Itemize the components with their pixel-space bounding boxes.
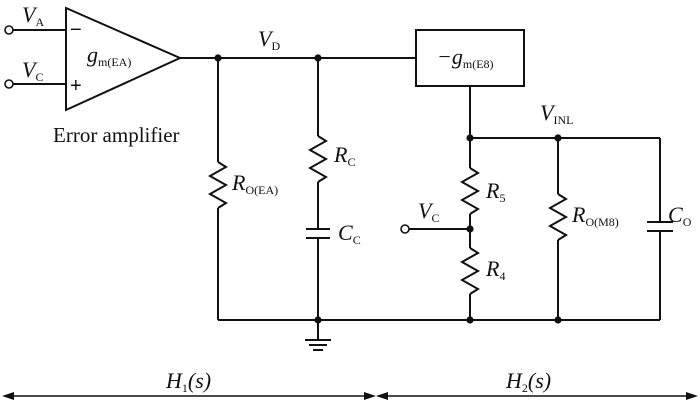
vd-label: VD (258, 26, 280, 53)
vc-input-label: VC (22, 57, 43, 84)
ro-ea-resistor (207, 161, 229, 209)
r4-label: R4 (485, 256, 505, 283)
vc-mid-terminal (400, 224, 410, 234)
r4-resistor (459, 247, 481, 295)
r5-resistor (459, 167, 481, 215)
h1-stage-network: VD RO(EA) RC CC (207, 26, 470, 351)
rail-node-r4 (466, 316, 474, 324)
gm-e8-block: −gm(E8) (415, 29, 525, 138)
gm-e8-label: −gm(E8) (437, 44, 494, 71)
rail-node-ro-m8 (554, 316, 562, 324)
r5-label: R5 (485, 178, 505, 205)
rc-label: RC (333, 142, 355, 169)
h1-left-arrowhead (2, 392, 14, 400)
ro-ea-label: RO(EA) (231, 170, 278, 197)
inverting-input-sign: − (70, 19, 82, 41)
rc-resistor (307, 135, 329, 183)
va-label: VA (22, 2, 44, 29)
vc-input-terminal (4, 79, 14, 89)
error-amplifier: VA VC − + gm(EA) Error amplifier (4, 2, 218, 147)
ro-m8-label: RO(M8) (571, 202, 619, 229)
ground-icon (305, 320, 331, 351)
error-amplifier-triangle (65, 6, 183, 112)
ro-m8-resistor (547, 193, 569, 241)
cc-label: CC (338, 220, 361, 247)
h1-label: H1(s) (165, 368, 211, 395)
noninverting-input-sign: + (70, 75, 82, 97)
h2-stage-network: VINL R5 R4 VC RO(M8) CO (400, 100, 692, 324)
error-amplifier-caption: Error amplifier (53, 123, 180, 147)
h2-left-arrowhead (376, 392, 388, 400)
h1-right-arrowhead (364, 392, 376, 400)
co-label: CO (668, 202, 692, 229)
va-terminal (4, 25, 14, 35)
gm-ea-label: gm(EA) (87, 42, 131, 69)
h2-right-arrowhead (686, 392, 698, 400)
transfer-function-spans: H1(s) H2(s) (2, 368, 698, 400)
vinl-label: VINL (540, 100, 573, 127)
vc-mid-label: VC (418, 198, 439, 225)
h2-label: H2(s) (505, 368, 551, 395)
